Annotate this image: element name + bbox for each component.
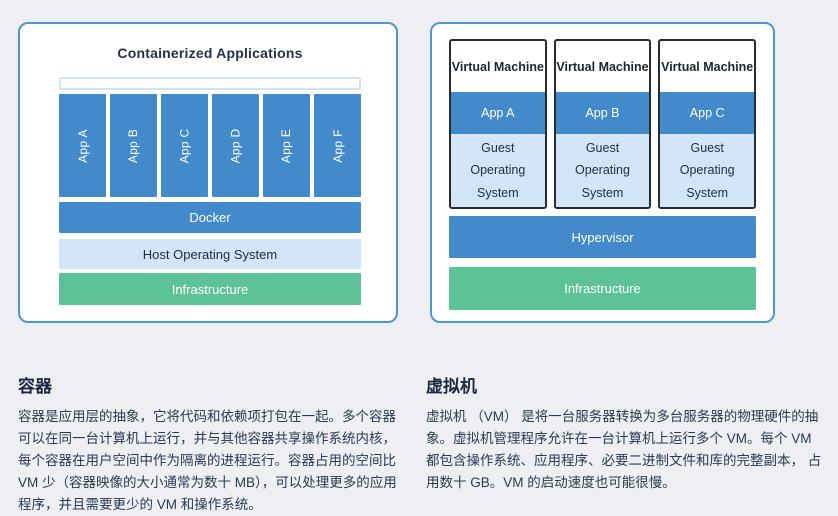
app-column-e-label: App E [279, 128, 294, 163]
vm-infrastructure-layer: Infrastructure [449, 267, 756, 310]
containers-infrastructure-layer: Infrastructure [59, 273, 361, 305]
vm-box-3-guest-os: Guest Operating System [660, 134, 755, 207]
vm-box-3-title: Virtual Machine [661, 59, 754, 74]
app-column-f-label: App F [330, 128, 345, 163]
vm-description-heading: 虚拟机 [426, 377, 477, 396]
host-os-layer: Host Operating System [59, 239, 361, 269]
app-column-a-label: App A [75, 128, 90, 163]
app-column-d-label: App D [228, 128, 243, 163]
app-column-b-label: App B [126, 128, 141, 163]
docker-layer: Docker [59, 202, 361, 233]
app-column-a: App A [59, 94, 106, 197]
vm-description: 虚拟机 虚拟机 （VM） 是将一台服务器转换为多台服务器的物理硬件的抽象。虚拟机… [426, 372, 824, 494]
vm-box-1-guest-os: Guest Operating System [451, 134, 545, 207]
vm-box-3: Virtual Machine App C Guest Operating Sy… [658, 39, 757, 209]
vm-box-1-title: Virtual Machine [451, 59, 544, 74]
vm-box-1-app: App A [451, 92, 545, 134]
app-column-c-label: App C [177, 128, 192, 163]
vm-box-2-app: App B [555, 92, 650, 134]
containers-description: 容器 容器是应用层的抽象，它将代码和依赖项打包在一起。多个容器可以在同一台计算机… [18, 372, 404, 516]
vm-box-2-guest-os: Guest Operating System [555, 134, 650, 207]
app-column-d: App D [212, 94, 259, 197]
vm-box-3-app: App C [660, 92, 755, 134]
containers-description-body: 容器是应用层的抽象，它将代码和依赖项打包在一起。多个容器可以在同一台计算机上运行… [18, 409, 397, 512]
containers-panel: Containerized Applications App A App B A… [18, 22, 398, 323]
app-column-f: App F [314, 94, 361, 197]
containers-panel-title: Containerized Applications [117, 45, 303, 61]
containers-description-heading: 容器 [18, 377, 52, 396]
hypervisor-layer: Hypervisor [449, 216, 756, 258]
virtual-machines-panel: Virtual Machine App A Guest Operating Sy… [430, 22, 775, 323]
vm-boxes: Virtual Machine App A Guest Operating Sy… [449, 39, 757, 209]
vm-box-2-title: Virtual Machine [556, 59, 649, 74]
app-column-b: App B [110, 94, 157, 197]
app-columns: App A App B App C App D App E App F [59, 94, 361, 197]
vm-description-body: 虚拟机 （VM） 是将一台服务器转换为多台服务器的物理硬件的抽象。虚拟机管理程序… [426, 409, 822, 490]
app-column-c: App C [161, 94, 208, 197]
vm-box-2: Virtual Machine App B Guest Operating Sy… [553, 39, 652, 209]
container-runtime-strip [59, 77, 361, 90]
app-column-e: App E [263, 94, 310, 197]
vm-box-1: Virtual Machine App A Guest Operating Sy… [449, 39, 547, 209]
